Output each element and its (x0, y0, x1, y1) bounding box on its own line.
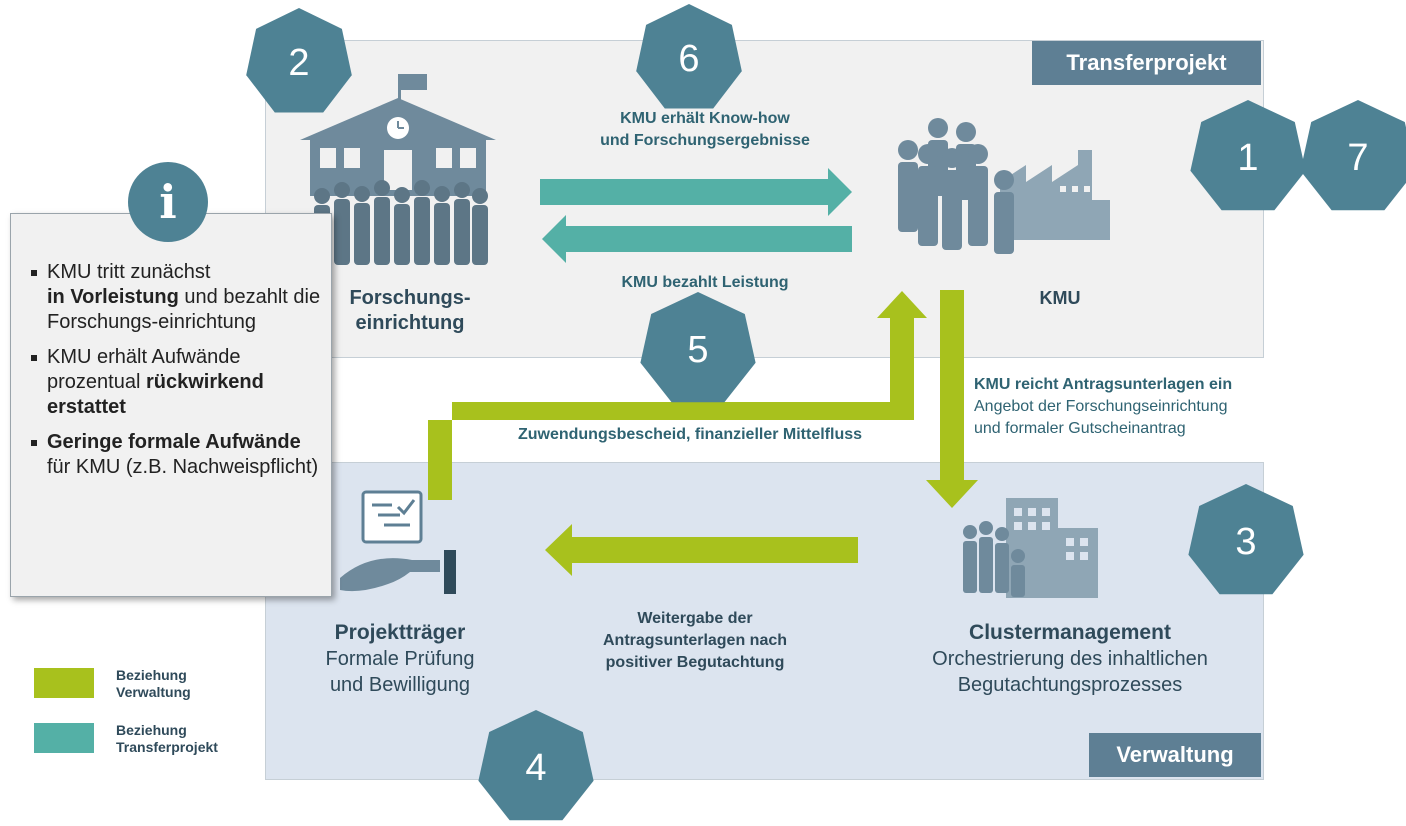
payment-label: KMU bezahlt Leistung (621, 274, 789, 291)
legend-admin-swatch (34, 668, 94, 698)
project-agency-icon (340, 490, 456, 594)
step-badge-2: 2 (246, 8, 352, 113)
step-badge-7: 7 (1300, 100, 1406, 211)
legend-transfer-label: Beziehung Transferprojekt (116, 722, 218, 755)
funding-label: Zuwendungsbescheid, finanzieller Mittelf… (517, 426, 863, 443)
cluster-people-icon (963, 521, 1025, 597)
step-badge-3: 3 (1188, 484, 1304, 595)
factory-icon (1000, 150, 1110, 240)
project-agency-title: Projektträger (334, 621, 466, 644)
step-badge-5: 5 (640, 292, 756, 403)
info-item-reimbursement: KMU erhält Aufwände prozentual rückwirke… (31, 345, 321, 420)
step-badge-4: 4 (478, 710, 594, 821)
legend-admin-label: Beziehung Verwaltung (116, 667, 191, 700)
cluster-title: Clustermanagement (969, 621, 1171, 644)
info-item-low-effort: Geringe formale Aufwände für KMU (z.B. N… (31, 430, 321, 480)
project-agency-label: Projektträger Formale Prüfung und Bewill… (300, 620, 500, 698)
project-agency-detail: Formale Prüfung und Bewilligung (325, 648, 475, 696)
research-people-icon (314, 180, 488, 265)
knowhow-label: KMU erhält Know-how und Forschungsergebn… (600, 110, 810, 149)
cluster-detail: Orchestrierung des inhaltlichen Begutach… (932, 648, 1208, 696)
forwarding-label: Weitergabe der Antragsunterlagen nach po… (602, 610, 788, 671)
administration-section-tag: Verwaltung (1089, 733, 1261, 777)
application-detail: Angebot der Forschungseinrichtung und fo… (974, 398, 1228, 437)
research-label: Forschungs- einrichtung (349, 287, 471, 334)
administration-panel (265, 462, 1264, 780)
sme-label: KMU (1039, 288, 1081, 308)
step-badge-6: 6 (636, 4, 742, 109)
transfer-section-tag: Transferprojekt (1032, 41, 1261, 85)
cluster-label: Clustermanagement Orchestrierung des inh… (900, 620, 1240, 698)
forwarding-arrow (545, 524, 858, 576)
application-arrow (926, 290, 978, 508)
payment-arrow (542, 215, 852, 263)
knowhow-arrow (540, 168, 852, 216)
step-badge-1: 1 (1190, 100, 1306, 211)
sme-people-icon (898, 118, 1014, 254)
legend-transfer-swatch (34, 723, 94, 753)
info-icon: i (128, 162, 208, 242)
research-building-icon (300, 74, 496, 196)
application-title: KMU reicht Antragsunterlagen ein (974, 376, 1233, 393)
application-label: KMU reicht Antragsunterlagen ein Angebot… (974, 374, 1274, 440)
